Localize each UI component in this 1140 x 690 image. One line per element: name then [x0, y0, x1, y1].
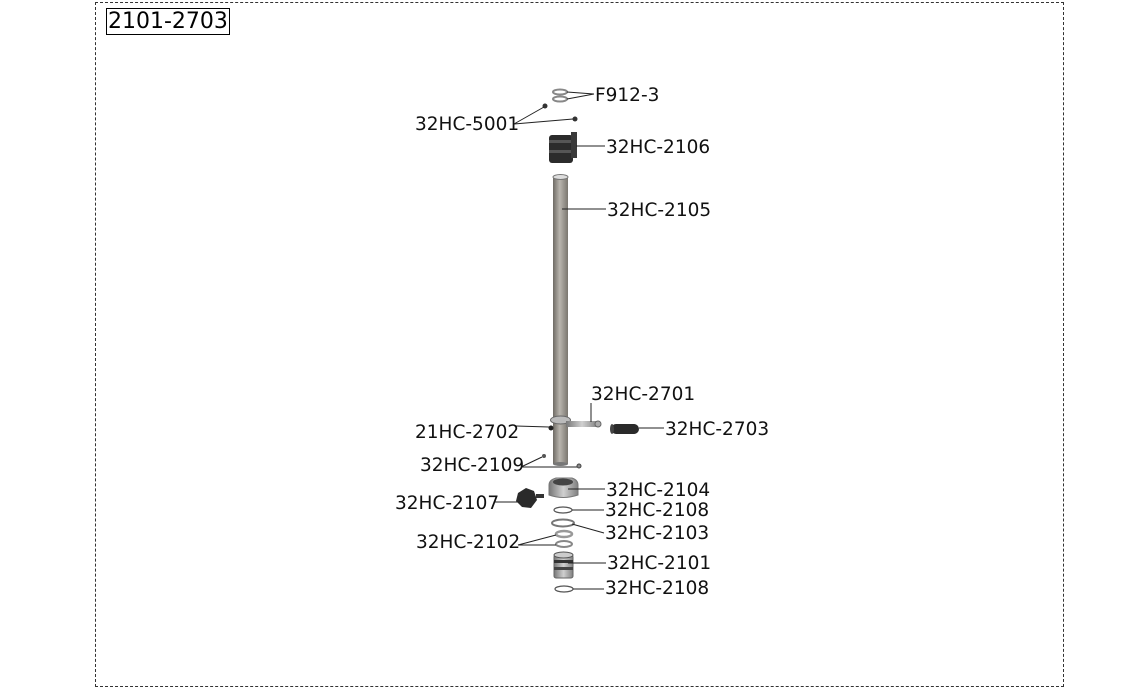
- callout-32hc-2105: 32HC-2105: [607, 200, 711, 221]
- part-32hc-2703-grip: [610, 424, 639, 434]
- part-32hc-2104-collar: [548, 477, 579, 498]
- callout-32hc-2703: 32HC-2703: [665, 419, 769, 440]
- part-pin: [576, 463, 582, 469]
- callout-32hc-2108-lower: 32HC-2108: [605, 578, 709, 599]
- callout-32hc-2107: 32HC-2107: [395, 493, 499, 514]
- callout-32hc-5001: 32HC-5001: [415, 114, 519, 135]
- part-32hc-2108-oring: [554, 585, 574, 593]
- part-32hc-2102-ring: [554, 529, 574, 539]
- callout-32hc-2104: 32HC-2104: [606, 480, 710, 501]
- part-32hc-2103-ring: [551, 518, 575, 528]
- diagram-frame: [95, 2, 1064, 687]
- part-32hc-2701-handle-bar: [550, 415, 602, 428]
- part-32hc-2101-bushing: [553, 551, 574, 579]
- part-32hc-2105-tube: [552, 174, 569, 466]
- part-pin: [542, 454, 546, 458]
- callout-32hc-2108-upper: 32HC-2108: [605, 500, 709, 521]
- callout-21hc-2702: 21HC-2702: [415, 422, 519, 443]
- callout-32hc-2701: 32HC-2701: [591, 384, 695, 405]
- callout-32hc-2103: 32HC-2103: [605, 523, 709, 544]
- callout-32hc-2109: 32HC-2109: [420, 455, 524, 476]
- part-32hc-2106-cap: [549, 132, 577, 163]
- part-32hc-2108-oring: [553, 506, 573, 514]
- part-32hc-2107-knob: [516, 488, 544, 508]
- callout-32hc-2101: 32HC-2101: [607, 553, 711, 574]
- diagram-title: 2101-2703: [106, 8, 230, 35]
- part-f912-3-washers: [552, 88, 568, 103]
- part-21hc-2702-screw: [548, 425, 554, 431]
- callout-32hc-2102: 32HC-2102: [416, 532, 520, 553]
- callout-32hc-2106: 32HC-2106: [606, 137, 710, 158]
- part-screw: [572, 116, 578, 122]
- callout-f912-3: F912-3: [595, 85, 659, 106]
- part-32hc-2102-ring: [555, 540, 573, 548]
